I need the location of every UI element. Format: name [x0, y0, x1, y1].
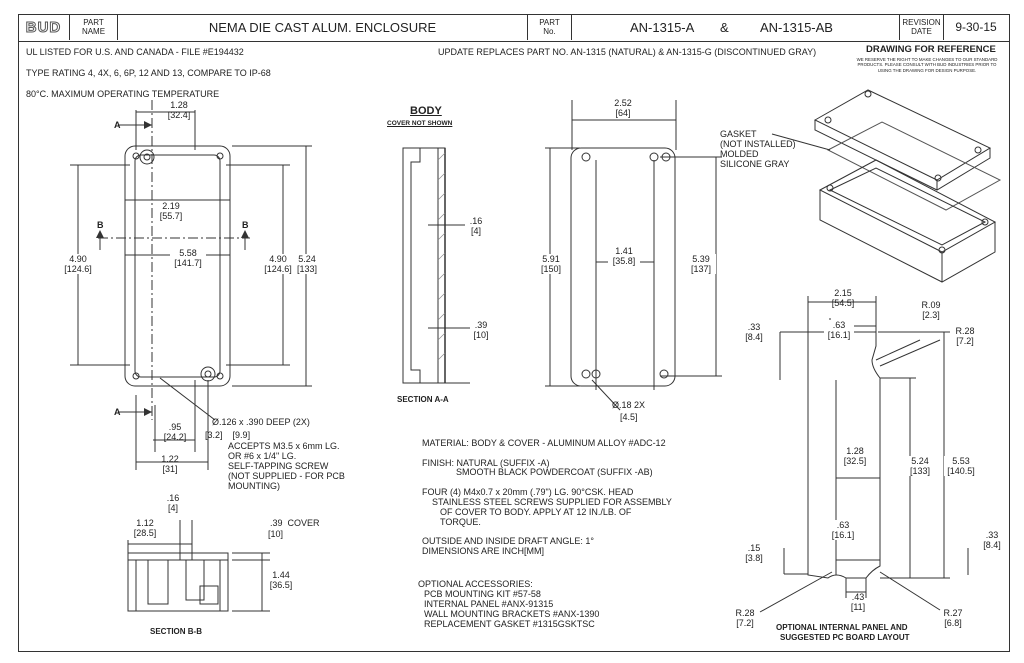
dim-inner-width: 2.19[55.7]: [159, 201, 183, 221]
accepts-line-4: (NOT SUPPLIED - FOR PCB: [228, 471, 345, 481]
screws-line-2: STAINLESS STEEL SCREWS SUPPLIED FOR ASSE…: [432, 497, 672, 507]
accepts-line-5: MOUNTING): [228, 481, 280, 491]
dim-height-490-right: 4.90[124.6]: [258, 254, 298, 274]
gasket-label: GASKET: [720, 129, 757, 139]
dim-bb-16: .16[4]: [166, 493, 180, 513]
dim-panel-r27: R.27[6.8]: [943, 608, 963, 628]
dim-panel-128: 1.28[32.5]: [840, 446, 870, 466]
dim-panel-r28-top: R.28[7.2]: [955, 326, 975, 346]
dim-length: 5.58[141.7]: [170, 248, 206, 268]
silicone-label: SILICONE GRAY: [720, 159, 790, 169]
part-numbers: AN-1315-A & AN-1315-AB: [572, 14, 900, 40]
dim-18-mm: [4.5]: [620, 412, 638, 422]
dim-height-490-left: 4.90[124.6]: [58, 254, 98, 274]
section-b-left: B: [97, 220, 104, 230]
iso-body-top: [818, 159, 997, 253]
optional-panel-label: OPTIONAL INTERNAL PANEL AND: [776, 623, 908, 632]
dim-591: 5.91[150]: [536, 254, 566, 274]
screws-line-1: FOUR (4) M4x0.7 x 20mm (.79") LG. 90°CSK…: [422, 487, 634, 497]
ul-note: UL LISTED FOR U.S. AND CANADA - FILE #E1…: [26, 47, 244, 57]
dim-bb-144: 1.44[36.5]: [269, 570, 293, 590]
part-name: NEMA DIE CAST ALUM. ENCLOSURE: [118, 14, 528, 40]
dim-panel-33: .33[8.4]: [745, 322, 763, 342]
panel-outline: [807, 331, 881, 579]
dim-18-note: Ø.18 2X: [612, 400, 646, 410]
body-title: BODY: [410, 105, 442, 117]
revision-label: REVISION DATE: [900, 14, 944, 40]
dim-panel-63-bottom: .63[16.1]: [828, 520, 858, 540]
drawing-reference-title: DRAWING FOR REFERENCE: [866, 44, 996, 55]
part-no-a: AN-1315-A: [630, 19, 695, 35]
dim-panel-215: 2.15[54.5]: [831, 288, 855, 308]
finish-line-2: SMOOTH BLACK POWDERCOAT (SUFFIX -AB): [456, 467, 653, 477]
section-a-top: A: [114, 120, 121, 130]
accepts-line-3: SELF-TAPPING SCREW: [228, 461, 329, 471]
section-aa-label: SECTION A-A: [397, 395, 449, 404]
dim-panel-15: .15[3.8]: [745, 543, 763, 563]
screws-line-4: TORQUE.: [440, 517, 481, 527]
section-b-right: B: [242, 220, 249, 230]
top-view-outline: [124, 145, 231, 387]
dim-bb-39: .39 COVER: [270, 518, 320, 528]
optional-2: INTERNAL PANEL #ANX-91315: [424, 599, 554, 609]
cover-not-shown: COVER NOT SHOWN: [387, 120, 453, 127]
dim-16-aa: .16[4]: [469, 216, 483, 236]
molded-label: MOLDED: [720, 149, 759, 159]
body-outline: [570, 147, 676, 387]
material-note: MATERIAL: BODY & COVER - ALUMINUM ALLOY …: [422, 438, 666, 448]
dim-panel-r28-bottom: R.28[7.2]: [735, 608, 755, 628]
revision-date: 9-30-15: [955, 20, 997, 34]
optional-1: PCB MOUNTING KIT #57-58: [424, 589, 541, 599]
part-no-label: PART No.: [528, 14, 572, 40]
section-a-bottom: A: [114, 407, 121, 417]
draft-note: OUTSIDE AND INSIDE DRAFT ANGLE: 1°: [422, 536, 594, 546]
type-rating-note: TYPE RATING 4, 4X, 6, 6P, 12 AND 13, COM…: [26, 68, 271, 78]
dim-39-aa: .39[10]: [473, 320, 489, 340]
update-note: UPDATE REPLACES PART NO. AN-1315 (NATURA…: [438, 47, 817, 57]
section-aa-outline: [402, 147, 446, 384]
dim-panel-63: .63[16.1]: [824, 320, 854, 340]
dim-panel-33-right: .33[8.4]: [983, 530, 1001, 550]
dim-panel-43: .43[11]: [850, 592, 866, 612]
iso-cover-top: [813, 89, 992, 181]
dim-95: .95[24.2]: [163, 422, 187, 442]
dim-panel-524: 5.24[133]: [905, 456, 935, 476]
dim-panel-r09: R.09[2.3]: [921, 300, 941, 320]
drawing-reference-body: WE RESERVE THE RIGHT TO MAKE CHANGES TO …: [856, 57, 998, 73]
dim-top-width: 1.28[32.4]: [167, 100, 191, 120]
suggested-pc-label: SUGGESTED PC BOARD LAYOUT: [780, 633, 910, 642]
top-view-inner: [134, 154, 221, 378]
dim-height-524: 5.24[133]: [292, 254, 322, 274]
optional-title: OPTIONAL ACCESSORIES:: [418, 579, 533, 589]
section-bb-outline: [127, 552, 229, 612]
dim-bb-39-mm: [10]: [268, 529, 284, 539]
dim-252: 2.52[64]: [614, 98, 632, 118]
temp-note: 80°C. MAXIMUM OPERATING TEMPERATURE: [26, 89, 220, 99]
sheet-border: [18, 14, 1010, 652]
hole-note: Ø.126 x .390 DEEP (2X): [212, 417, 310, 427]
dim-141: 1.41[35.8]: [608, 246, 640, 266]
optional-3: WALL MOUNTING BRACKETS #ANX-1390: [424, 609, 600, 619]
accepts-line-2: OR #6 x 1/4" LG.: [228, 451, 297, 461]
bud-logo: BUD: [18, 14, 70, 40]
not-installed-label: (NOT INSTALLED): [720, 139, 796, 149]
dim-122: 1.22[31]: [161, 454, 179, 474]
optional-4: REPLACEMENT GASKET #1315GSKTSC: [424, 619, 595, 629]
part-name-label: PART NAME: [70, 14, 118, 40]
title-block: BUD PART NAME NEMA DIE CAST ALUM. ENCLOS…: [18, 14, 1010, 42]
dims-note: DIMENSIONS ARE INCH[MM]: [422, 546, 545, 556]
dim-panel-553: 5.53[140.5]: [944, 456, 978, 476]
screws-line-3: OF COVER TO BODY. APPLY AT 12 IN./LB. OF: [440, 507, 632, 517]
finish-line-1: FINISH: NATURAL (SUFFIX -A): [422, 458, 550, 468]
accepts-line-1: ACCEPTS M3.5 x 6mm LG.: [228, 441, 340, 451]
hole-mm: [3.2] [9.9]: [205, 430, 251, 440]
section-bb-label: SECTION B-B: [150, 627, 202, 636]
part-no-ab: AN-1315-AB: [760, 19, 833, 35]
dim-539: 5.39[137]: [686, 254, 716, 274]
dim-bb-112: 1.12[28.5]: [133, 518, 157, 538]
